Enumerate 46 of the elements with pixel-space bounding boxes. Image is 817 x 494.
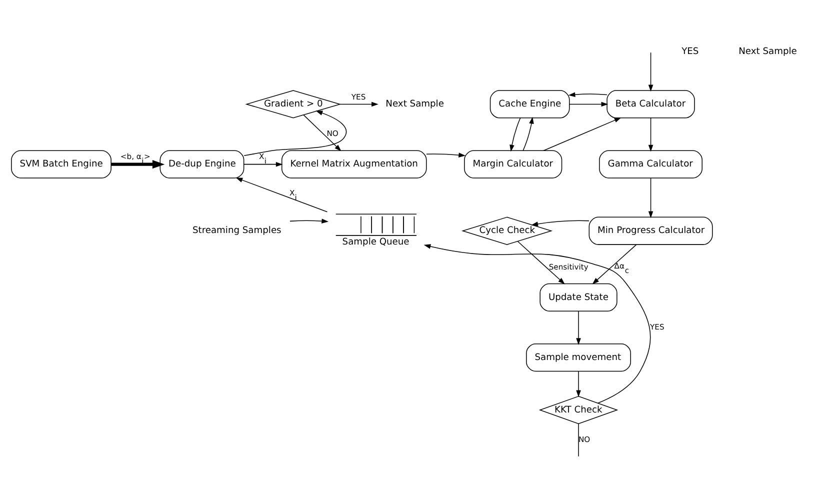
node-box: Kernel Matrix Augmentation [281, 150, 427, 178]
arrow [518, 240, 565, 284]
node-text: Next Sample [386, 99, 444, 110]
connector [578, 422, 579, 456]
node-box: SVM Batch Engine [11, 150, 112, 178]
arrow [648, 117, 654, 152]
label: YES [682, 46, 699, 57]
node-text: Streaming Samples [192, 226, 282, 236]
node-box: Sample movement [526, 342, 631, 372]
node-box: Gamma Calculator [599, 150, 702, 178]
arrow [340, 101, 378, 106]
arrow [424, 244, 651, 403]
arrow [290, 218, 328, 223]
node-box: De-dup Engine [160, 150, 244, 178]
node-diamond: Gradient > 0 [245, 90, 342, 118]
arrow [522, 116, 534, 150]
arrow [111, 160, 165, 168]
arrow [531, 220, 590, 226]
arrow [648, 177, 654, 218]
edge-label: NO [326, 128, 338, 138]
arrow [568, 92, 608, 96]
arrow [648, 52, 654, 92]
label: Next Sample [738, 46, 797, 57]
arrow [303, 114, 342, 151]
arrow [244, 110, 347, 156]
node-box: Margin Calculator [464, 150, 562, 178]
edge-label: YES [650, 322, 664, 331]
arrow [592, 244, 637, 284]
arrow [510, 117, 521, 152]
node-diamond: KKT Check [538, 395, 618, 424]
arrow [244, 161, 283, 166]
arrow [426, 152, 466, 157]
node-box: Update State [540, 282, 618, 311]
node-box: Beta Calculator [606, 90, 695, 118]
edge-label: YES [351, 92, 366, 102]
arrow [576, 310, 581, 344]
node-box: Cache Engine [490, 90, 570, 118]
edge-label: Sensitivity [548, 262, 588, 271]
node-text: Sample Queue [342, 236, 410, 247]
arrow [236, 177, 328, 212]
edge-label: NO [578, 434, 590, 444]
arrow [569, 101, 608, 106]
node-box: Min Progress Calculator [588, 216, 713, 244]
arrow [576, 370, 581, 397]
node-diamond: Cycle Check [461, 216, 553, 244]
arrow [543, 117, 622, 150]
